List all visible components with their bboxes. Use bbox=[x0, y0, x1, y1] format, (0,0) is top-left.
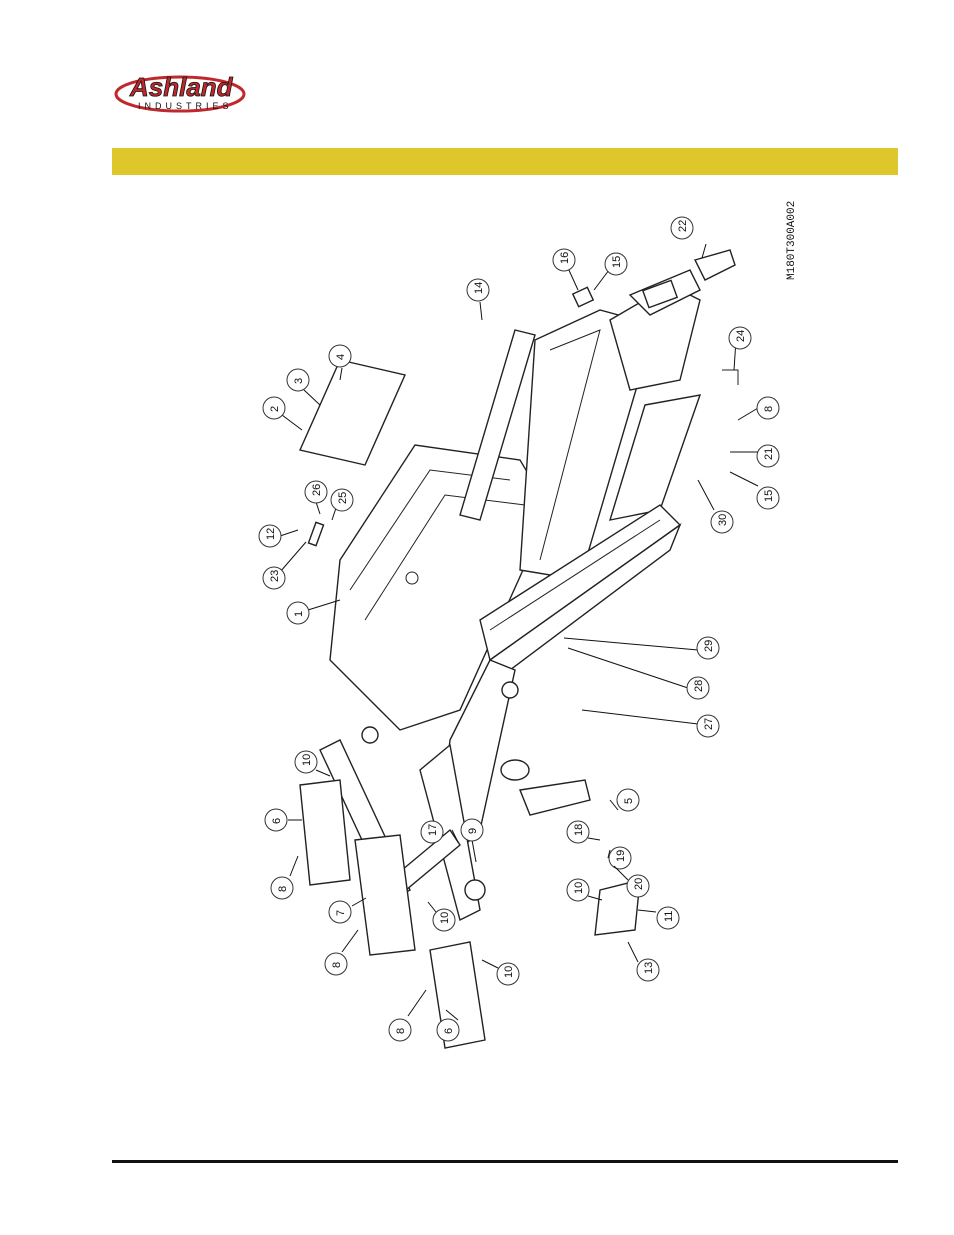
callout: 3 bbox=[286, 368, 321, 406]
svg-text:10: 10 bbox=[301, 754, 313, 766]
svg-text:26: 26 bbox=[311, 484, 323, 496]
callout: 8 bbox=[388, 989, 427, 1042]
parts-diagram-svg: M180T300A002 bbox=[258, 201, 798, 1049]
drawing-id: M180T300A002 bbox=[786, 201, 798, 280]
callout: 2 bbox=[262, 396, 303, 431]
callout: 15 bbox=[729, 471, 780, 510]
svg-text:15: 15 bbox=[611, 256, 623, 268]
callout: 24 bbox=[728, 326, 752, 371]
svg-text:2: 2 bbox=[269, 406, 281, 412]
svg-text:10: 10 bbox=[439, 912, 451, 924]
svg-text:27: 27 bbox=[703, 718, 715, 730]
logo-wordmark: Ashland bbox=[129, 72, 234, 102]
callout: 22 bbox=[670, 216, 707, 259]
callout: 30 bbox=[697, 479, 734, 534]
callout: 20 bbox=[613, 865, 650, 898]
callout: 9 bbox=[460, 818, 484, 863]
svg-text:22: 22 bbox=[677, 220, 689, 232]
svg-text:13: 13 bbox=[643, 962, 655, 974]
header-bar bbox=[112, 148, 898, 175]
svg-text:15: 15 bbox=[763, 490, 775, 502]
callout: 8 bbox=[270, 855, 299, 900]
cover-plate bbox=[299, 359, 406, 466]
bracket-16 bbox=[571, 286, 595, 308]
cutting-edge-bit bbox=[594, 879, 641, 936]
svg-text:12: 12 bbox=[265, 528, 277, 540]
svg-text:25: 25 bbox=[337, 492, 349, 504]
svg-text:1: 1 bbox=[293, 611, 305, 617]
svg-text:30: 30 bbox=[717, 514, 729, 526]
callout: 1 bbox=[286, 599, 341, 625]
svg-text:8: 8 bbox=[763, 406, 775, 412]
scraper-frame bbox=[319, 269, 702, 922]
svg-text:18: 18 bbox=[573, 824, 585, 836]
callout: 14 bbox=[466, 278, 490, 321]
svg-text:7: 7 bbox=[335, 910, 347, 916]
callout: 11 bbox=[637, 906, 680, 930]
callout: 19 bbox=[607, 846, 632, 870]
svg-text:21: 21 bbox=[763, 448, 775, 460]
footer-rule bbox=[112, 1160, 898, 1163]
callout: 18 bbox=[566, 820, 601, 844]
callout: 6 bbox=[436, 1009, 460, 1042]
svg-text:29: 29 bbox=[703, 640, 715, 652]
callout: 12 bbox=[258, 524, 299, 548]
callout: 26 bbox=[304, 480, 328, 515]
parts-diagram: M180T300A002 bbox=[190, 190, 830, 1070]
blade-plate-6a bbox=[299, 779, 351, 886]
callout: 10 bbox=[481, 959, 520, 986]
callout: 27 bbox=[581, 709, 720, 738]
callout: 10 bbox=[427, 901, 456, 932]
callout: 5 bbox=[609, 788, 640, 812]
callout: 10 bbox=[294, 750, 331, 777]
svg-text:23: 23 bbox=[269, 570, 281, 582]
svg-text:5: 5 bbox=[623, 798, 635, 804]
logo-subtext: INDUSTRIES bbox=[138, 101, 233, 111]
callout: 16 bbox=[552, 248, 579, 291]
svg-text:20: 20 bbox=[633, 878, 645, 890]
bracket-22 bbox=[693, 249, 736, 281]
callout: 6 bbox=[264, 808, 302, 832]
callout: 17 bbox=[420, 820, 459, 844]
svg-text:4: 4 bbox=[335, 354, 347, 360]
svg-text:8: 8 bbox=[395, 1028, 407, 1034]
svg-text:8: 8 bbox=[331, 962, 343, 968]
svg-text:10: 10 bbox=[573, 882, 585, 894]
svg-text:6: 6 bbox=[271, 818, 283, 824]
svg-text:3: 3 bbox=[293, 378, 305, 384]
svg-text:11: 11 bbox=[663, 911, 675, 922]
svg-text:8: 8 bbox=[277, 886, 289, 892]
callout: 15 bbox=[593, 252, 628, 291]
svg-text:16: 16 bbox=[559, 252, 571, 264]
svg-text:28: 28 bbox=[693, 680, 705, 692]
callout: 7 bbox=[328, 897, 367, 924]
callout: 8 bbox=[737, 396, 780, 421]
svg-text:17: 17 bbox=[427, 824, 439, 836]
callout: 21 bbox=[730, 444, 780, 468]
svg-text:6: 6 bbox=[443, 1028, 455, 1034]
pin-23 bbox=[307, 521, 325, 547]
callout: 23 bbox=[262, 541, 307, 590]
callout: 8 bbox=[324, 929, 359, 976]
ashland-logo: Ashland INDUSTRIES bbox=[112, 68, 252, 116]
callout: 28 bbox=[567, 647, 710, 700]
callout: 25 bbox=[330, 488, 354, 521]
svg-text:14: 14 bbox=[473, 282, 485, 294]
svg-text:9: 9 bbox=[467, 828, 479, 834]
blade-plate-7 bbox=[354, 834, 416, 956]
callout: 13 bbox=[627, 941, 660, 982]
angle-24 bbox=[722, 369, 739, 385]
callout: 4 bbox=[328, 344, 352, 381]
svg-text:10: 10 bbox=[503, 966, 515, 978]
callout: 10 bbox=[566, 878, 603, 902]
callout: 29 bbox=[563, 636, 720, 660]
svg-text:19: 19 bbox=[615, 850, 627, 862]
svg-text:24: 24 bbox=[735, 330, 747, 342]
